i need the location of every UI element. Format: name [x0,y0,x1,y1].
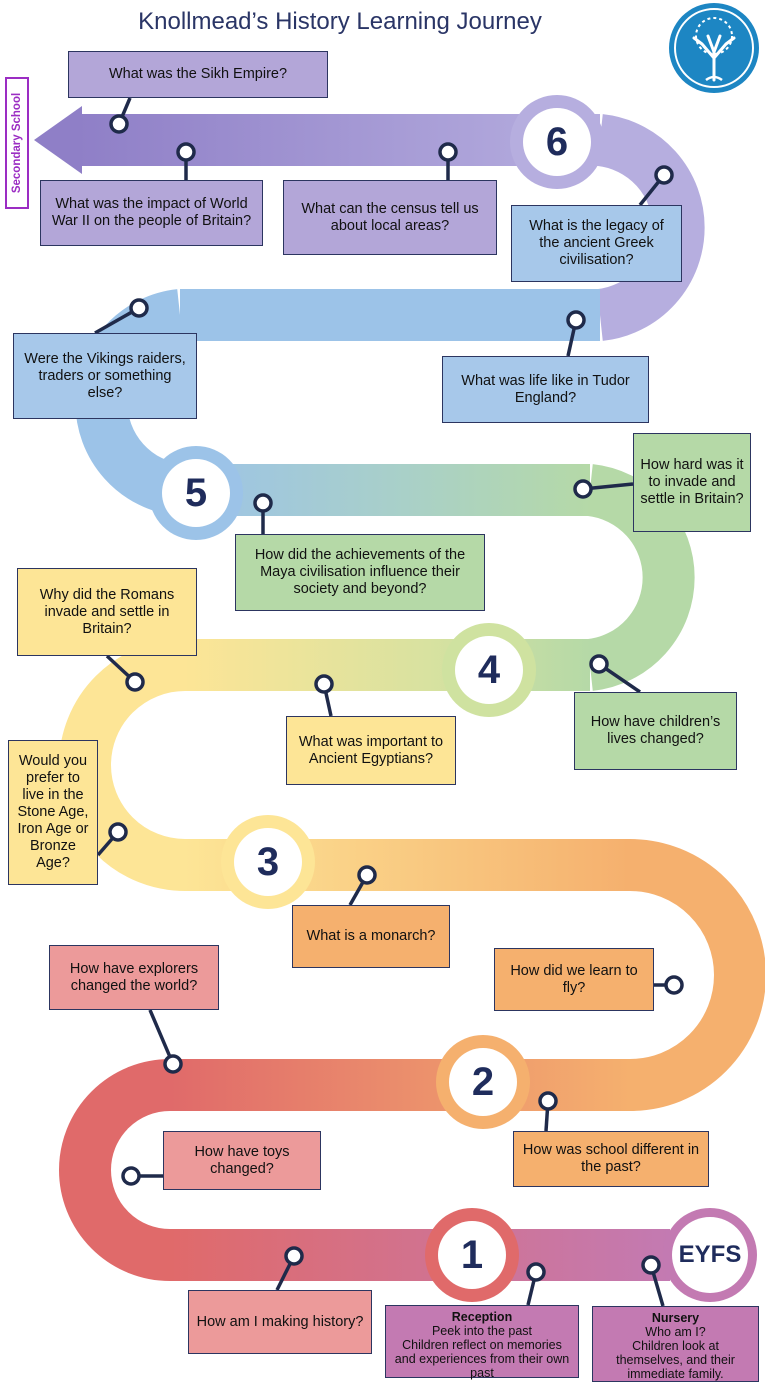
school-logo-icon [669,3,759,93]
stage-1-disc [438,1221,506,1289]
arrow-head [34,106,82,174]
reception-line-1: Peek into the past [431,1324,533,1338]
question-ancient-greek: What is the legacy of the ancient Greek … [511,205,682,282]
question-toys: How have toys changed? [163,1131,321,1190]
question-childrens-lives: How have children’s lives changed? [574,692,737,770]
stage-3-number: 3 [256,840,280,884]
road-row-5 [180,464,590,516]
connector-dots [108,114,684,1282]
question-stone-age: Would you prefer to live in the Stone Ag… [8,740,98,885]
road-curve-3 [59,639,186,891]
stage-4-disc [455,636,523,704]
page-title: Knollmead’s History Learning Journey [138,8,542,35]
reception-box: Reception Peek into the past Children re… [385,1305,579,1380]
eyfs-label: EYFS [678,1241,742,1268]
stage-3-disc [234,828,302,896]
stage-6-number: 6 [545,120,569,164]
question-tudor: What was life like in Tudor England? [442,356,649,423]
stage-2-disc [449,1048,517,1116]
stage-5-disc [162,459,230,527]
secondary-school-label: Secondary School [5,77,29,209]
question-census: What can the census tell us about local … [283,180,497,255]
road-row-1 [170,1229,670,1281]
question-vikings: Were the Vikings raiders, traders or som… [13,333,197,419]
question-explorers: How have explorers changed the world? [49,945,219,1010]
secondary-school-text: Secondary School [11,92,23,194]
question-ancient-egypt: What was important to Ancient Egyptians? [286,716,456,785]
stage-1-number: 1 [460,1233,484,1277]
eyfs-disc [672,1217,748,1293]
question-invade-britain: How hard was it to invade and settle in … [633,433,751,532]
road-row-6b [180,289,600,341]
question-sikh-empire: What was the Sikh Empire? [68,51,328,98]
reception-heading: Reception [451,1310,513,1324]
question-monarch: What is a monarch? [292,905,450,968]
question-making-history: How am I making history? [188,1290,372,1354]
stage-4-number: 4 [477,648,501,692]
nursery-line-1: Who am I? [645,1325,706,1339]
nursery-heading: Nursery [651,1311,700,1325]
question-school-past: How was school different in the past? [513,1131,709,1187]
stage-6-disc [523,108,591,176]
reception-line-2: Children reflect on memories and experie… [394,1338,570,1380]
road-row-2 [170,1059,630,1111]
road-curve-1 [59,1059,171,1281]
stage-5-number: 5 [184,471,208,515]
road-curve-2 [629,839,765,1111]
question-maya: How did the achievements of the Maya civ… [235,534,485,611]
nursery-line-2: Children look at themselves, and their i… [616,1339,735,1381]
question-world-war-2: What was the impact of World War II on t… [40,180,263,246]
nursery-box: Nursery Who am I? Children look at thems… [592,1306,759,1382]
stage-2-number: 2 [471,1060,495,1104]
road-curve-4 [586,464,695,691]
question-flight: How did we learn to fly? [494,948,654,1011]
question-romans: Why did the Romans invade and settle in … [17,568,197,656]
